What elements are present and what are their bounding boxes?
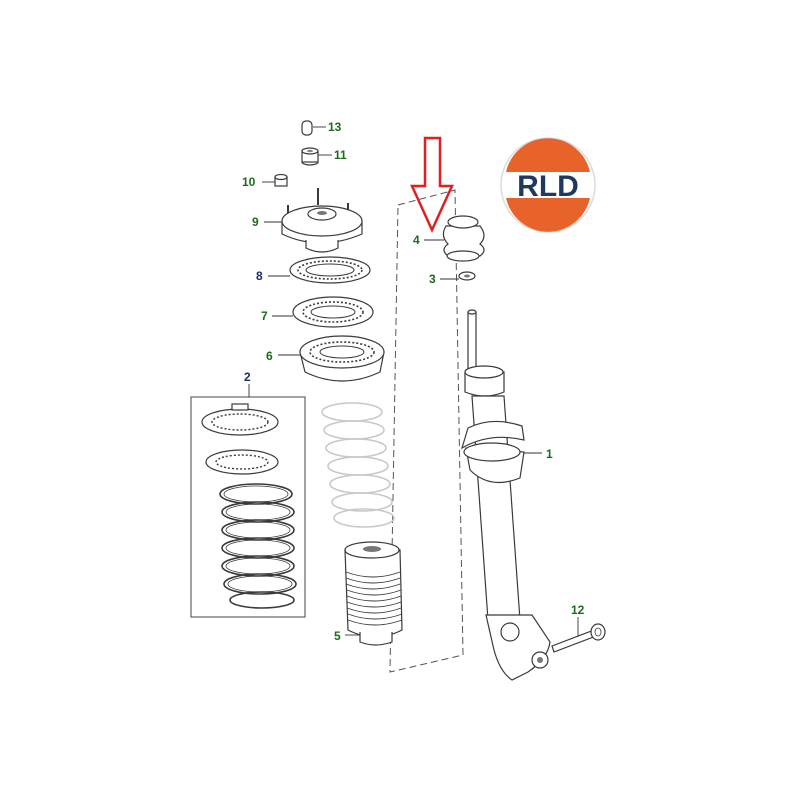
- callout-5: 5: [334, 629, 341, 643]
- part-11-nut: [301, 147, 319, 166]
- callout-10: 10: [242, 175, 256, 189]
- callout-12: 12: [571, 603, 585, 617]
- part-7-seat: [292, 296, 374, 328]
- part-12-bolt: [551, 623, 606, 653]
- logo-text: RLD: [517, 170, 579, 203]
- callout-7: 7: [261, 309, 268, 323]
- part-3-washer: [458, 271, 476, 281]
- rld-logo: RLD: [500, 137, 596, 233]
- logo-top-band: [506, 138, 590, 172]
- part-6-spring-seat: [299, 335, 385, 382]
- part-1-shock-absorber: [460, 309, 551, 681]
- callout-3: 3: [429, 272, 436, 286]
- callout-4: 4: [413, 233, 420, 247]
- part-5-dust-boot: [344, 541, 403, 646]
- part-10-nut: [274, 173, 288, 187]
- callout-8: 8: [256, 269, 263, 283]
- red-arrow-icon: [410, 136, 454, 234]
- faint-coil-spring: [321, 402, 395, 528]
- spring-kit-box: [190, 396, 306, 618]
- callout-13: 13: [328, 120, 342, 134]
- part-2-kit-contents: [201, 403, 297, 609]
- callout-2: 2: [244, 370, 251, 384]
- part-4-bump-stop: [442, 215, 485, 262]
- part-9-top-mount: [281, 188, 363, 253]
- logo-bottom-band: [506, 198, 590, 232]
- callout-6: 6: [266, 349, 273, 363]
- callout-1: 1: [546, 447, 553, 461]
- part-13-cap: [301, 120, 313, 136]
- callout-9: 9: [252, 215, 259, 229]
- part-8-bearing: [289, 256, 371, 284]
- callout-11: 11: [334, 148, 347, 162]
